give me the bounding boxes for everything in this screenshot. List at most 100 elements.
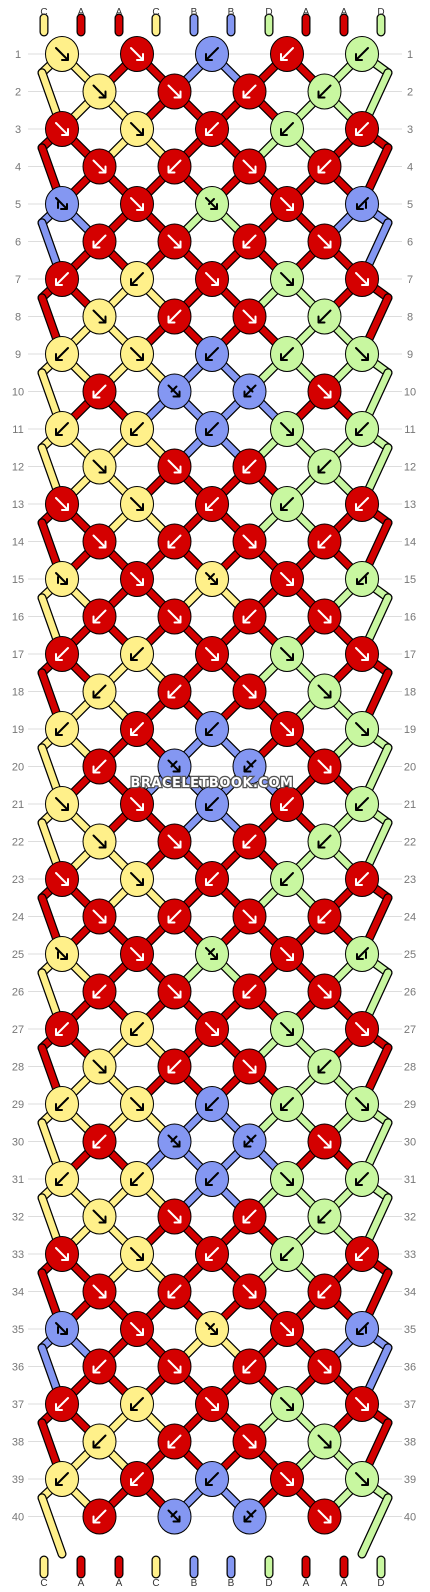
knot [307,1048,342,1085]
knot-arrow-icon [280,647,294,661]
knot-arrow-icon [92,84,107,99]
knot [232,448,267,485]
knot-arrow-icon [130,647,144,661]
knot-arrow-icon [55,272,69,286]
knot-arrow-icon [280,722,294,736]
row-label-left: 34 [12,1287,24,1299]
knot-arrow-icon [356,197,369,210]
row-label-right: 1 [407,49,413,61]
knot-arrow-icon [242,159,257,174]
knot-arrow-icon [130,272,144,286]
knot [82,1198,117,1235]
knot [157,148,192,185]
knot-arrow-icon [205,47,219,61]
knot-arrow-icon [317,1209,332,1224]
knot-arrow-icon [280,47,294,61]
knot [45,786,79,822]
row-label-left: 32 [12,1212,24,1224]
knot [232,598,267,635]
knot-arrow-icon [242,834,257,849]
knot [195,786,229,822]
knot-arrow-icon [92,684,107,699]
knot [307,1273,342,1310]
knot-arrow-icon [205,1397,219,1411]
knot-arrow-icon [55,647,69,661]
knot [195,1386,229,1422]
bottom-string-label: A [303,1578,310,1589]
knot [120,1161,154,1197]
knot-arrow-icon [280,947,294,961]
row-label-right: 10 [404,387,416,399]
row-label-right: 31 [404,1174,416,1186]
knot-arrow-icon [130,1172,144,1186]
knot-arrow-icon [355,872,369,886]
thread-segment [38,1494,66,1558]
row-label-right: 39 [404,1474,416,1486]
row-label-right: 40 [404,1512,416,1524]
knot [270,111,304,147]
row-label-left: 1 [15,49,21,61]
knot [82,1273,117,1310]
row-label-right: 34 [404,1287,416,1299]
row-label-left: 39 [12,1474,24,1486]
knot-arrow-icon [205,347,219,361]
knot-arrow-icon [317,1359,332,1374]
knot [120,36,154,72]
knot-arrow-icon [167,234,182,249]
knot [307,973,342,1010]
knot-arrow-icon [205,647,219,661]
knot [157,598,192,635]
knot [345,36,379,72]
knot [120,486,154,522]
knot [157,748,192,785]
knot [195,36,229,72]
knot [232,223,267,260]
knot-arrow-icon [130,1097,144,1111]
row-label-left: 31 [12,1174,24,1186]
knot-arrow-icon [55,1322,68,1335]
row-label-right: 26 [404,987,416,999]
row-label-left: 3 [15,124,21,136]
knot-arrow-icon [317,84,332,99]
knot-arrow-icon [92,1434,107,1449]
knot-arrow-icon [205,422,219,436]
knot-arrow-icon [167,1134,181,1148]
knot-arrow-icon [205,1322,218,1335]
knot-arrow-icon [317,234,332,249]
knot [270,1161,304,1197]
knot [232,1198,267,1235]
row-label-right: 4 [407,162,413,174]
knot [195,261,229,297]
knot [270,936,304,972]
knot-arrow-icon [130,122,144,136]
knot-arrow-icon [280,197,294,211]
knot [345,1011,379,1047]
knot-arrow-icon [92,1209,107,1224]
knot-arrow-icon [355,1172,369,1186]
knot-arrow-icon [243,1509,257,1523]
knot-arrow-icon [55,422,69,436]
knot-arrow-icon [205,272,219,286]
knot [82,973,117,1010]
knot-arrow-icon [167,1434,182,1449]
knot [307,523,342,560]
knot-arrow-icon [55,872,69,886]
top-string-label: C [152,7,159,18]
row-label-right: 8 [407,312,413,324]
knot [307,1498,342,1535]
row-label-right: 18 [404,687,416,699]
knot [157,298,192,335]
knot [120,1086,154,1122]
knot [307,1348,342,1385]
knot [157,223,192,260]
knot [82,823,117,860]
knot [195,1236,229,1272]
knot-arrow-icon [242,309,257,324]
knot [307,823,342,860]
knot-arrow-icon [280,1097,294,1111]
knot-arrow-icon [280,1022,294,1036]
knot-arrow-icon [55,1097,69,1111]
knot [82,598,117,635]
knot [157,973,192,1010]
row-label-right: 2 [407,87,413,99]
